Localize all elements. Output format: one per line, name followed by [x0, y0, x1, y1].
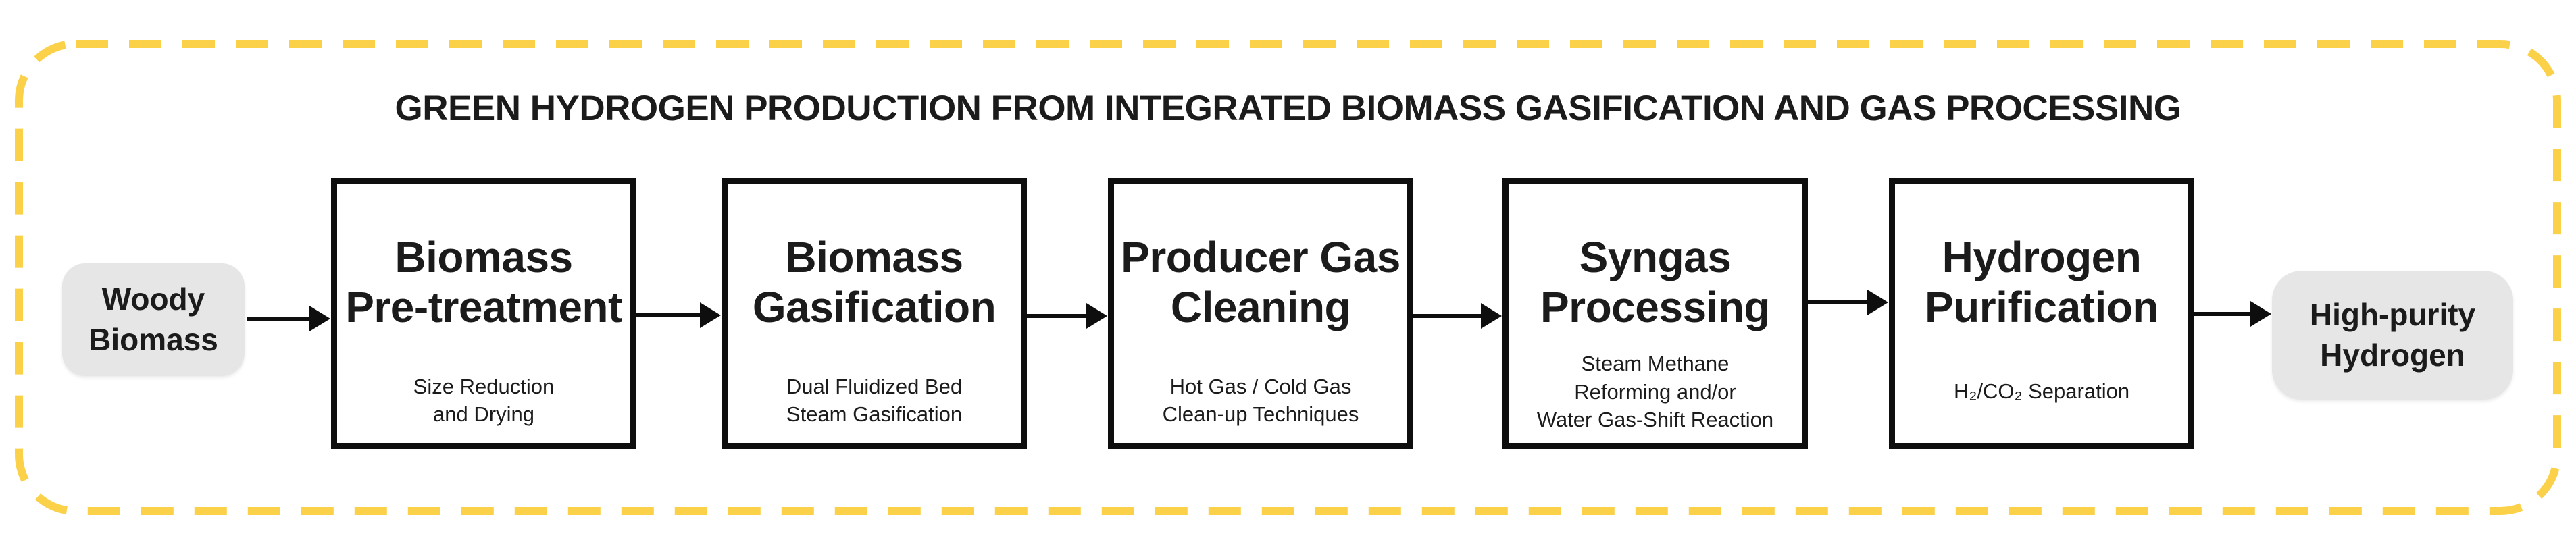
step-name: Producer Gas Cleaning	[1114, 184, 1407, 381]
step-name-line: Producer Gas	[1121, 232, 1400, 281]
step-name-line: Syngas	[1579, 232, 1732, 281]
flow-arrow-1	[247, 317, 310, 321]
step-detail-line: Size Reduction	[413, 374, 555, 398]
diagram-title: GREEN HYDROGEN PRODUCTION FROM INTEGRATE…	[395, 88, 2181, 128]
step-detail-line: Steam Gasification	[786, 402, 963, 426]
step-detail: H₂/CO₂ Separation	[1895, 377, 2188, 405]
step-name-line: Purification	[1924, 282, 2159, 331]
step-detail: Steam Methane Reforming and/or Water Gas…	[1509, 350, 1802, 433]
input-node-label-line1: Woody	[101, 281, 205, 317]
step-name-line: Processing	[1540, 282, 1771, 331]
output-node-high-purity-hydrogen: High-purity Hydrogen	[2272, 271, 2513, 400]
input-node-woody-biomass: Woody Biomass	[62, 263, 245, 376]
step-detail: Size Reduction and Drying	[337, 373, 630, 428]
flow-arrow-3	[1027, 314, 1087, 318]
step-name-line: Gasification	[752, 282, 996, 331]
step-name: Syngas Processing	[1509, 184, 1802, 381]
step-name: Hydrogen Purification	[1895, 184, 2188, 381]
flow-arrow-2	[636, 313, 701, 317]
step-name-line: Cleaning	[1170, 282, 1351, 331]
step-detail-line: H₂/CO₂ Separation	[1953, 379, 2130, 403]
step-detail-line: Reforming and/or	[1574, 379, 1736, 404]
output-node-label-line1: High-purity	[2309, 296, 2476, 332]
step-box-producer-gas-cleaning: Producer Gas Cleaning Hot Gas / Cold Gas…	[1108, 178, 1413, 449]
step-detail-line: Steam Methane	[1581, 352, 1729, 376]
step-box-biomass-gasification: Biomass Gasification Dual Fluidized Bed …	[722, 178, 1027, 449]
step-name: Biomass Pre-treatment	[337, 184, 630, 381]
step-name: Biomass Gasification	[728, 184, 1021, 381]
step-name-line: Biomass	[395, 232, 573, 281]
step-detail-line: and Drying	[433, 402, 534, 426]
step-name-line: Pre-treatment	[345, 282, 622, 331]
step-detail-line: Hot Gas / Cold Gas	[1169, 374, 1352, 398]
dashed-frame-rect	[15, 40, 2561, 515]
step-box-hydrogen-purification: Hydrogen Purification H₂/CO₂ Separation	[1889, 178, 2194, 449]
input-node-label-line2: Biomass	[89, 321, 218, 357]
step-box-syngas-processing: Syngas Processing Steam Methane Reformin…	[1502, 178, 1808, 449]
step-detail: Hot Gas / Cold Gas Clean-up Techniques	[1114, 373, 1407, 428]
output-node-label-line2: Hydrogen	[2320, 337, 2465, 373]
flow-arrow-6	[2194, 312, 2251, 316]
step-name-line: Biomass	[785, 232, 963, 281]
step-detail-line: Dual Fluidized Bed	[786, 374, 963, 398]
step-detail-line: Water Gas-Shift Reaction	[1536, 407, 1774, 431]
step-name-line: Hydrogen	[1942, 232, 2142, 281]
flow-arrow-4	[1413, 314, 1482, 318]
step-box-biomass-pretreatment: Biomass Pre-treatment Size Reduction and…	[331, 178, 636, 449]
step-detail: Dual Fluidized Bed Steam Gasification	[728, 373, 1021, 428]
flow-arrow-5	[1808, 300, 1868, 304]
step-detail-line: Clean-up Techniques	[1162, 402, 1359, 426]
